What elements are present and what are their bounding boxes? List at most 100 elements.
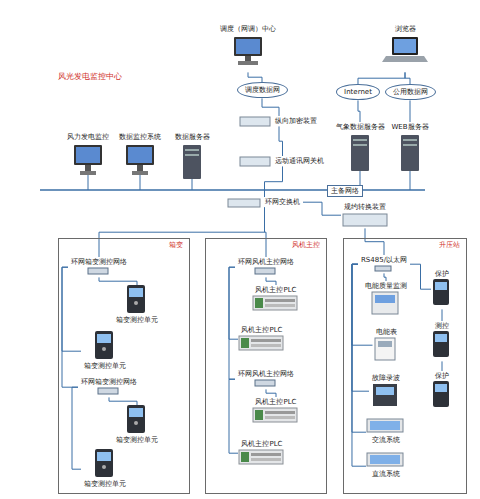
node-label: 风机主控PLC [241, 326, 283, 334]
connector [72, 387, 81, 469]
plc-icon [265, 304, 295, 307]
energy-meter: 电能表 [373, 327, 400, 363]
workstation-icon [74, 145, 102, 165]
connector [99, 277, 137, 285]
connector [262, 98, 279, 116]
computer-icon [234, 37, 262, 65]
workstation-icon [74, 145, 154, 175]
substation-device [367, 279, 449, 466]
workstation: 风力发电监控 [64, 132, 112, 182]
substation-device [370, 455, 400, 464]
node-label: 箱变 [65, 241, 183, 249]
plc-icon [265, 411, 295, 414]
connector [62, 267, 81, 351]
ethernet-bus [40, 189, 425, 191]
substation-device [435, 282, 447, 290]
connector [279, 126, 283, 156]
workstation-icon [80, 171, 96, 175]
dc-system: 直流系统 [366, 453, 406, 479]
measure-unit-icon [95, 449, 113, 477]
measure-control-unit: 箱变测控单元 [81, 449, 129, 489]
laptop-icon [394, 39, 416, 53]
substation-device [433, 279, 449, 305]
node-label: 环网风机主控网络 [238, 370, 294, 378]
node-label: 公用数据网 [393, 88, 428, 96]
node-label: 环网交换机 [265, 198, 300, 206]
node-label: 保护 [434, 270, 450, 278]
rack-device [228, 117, 387, 226]
ring-network: 环网风机主控网络 [235, 369, 297, 389]
connector [442, 309, 443, 321]
plc-controller: 风机主控PLC [238, 325, 286, 353]
substation-device [435, 334, 447, 342]
connector [352, 264, 366, 466]
connector [384, 273, 386, 281]
measure-unit-icon [134, 301, 138, 305]
measure-unit-icon [129, 408, 143, 417]
ring-network: 环网箱变测控网络 [68, 257, 130, 277]
plc-icon [253, 408, 297, 422]
node-label: 环网风机主控网络 [238, 258, 294, 266]
connector [229, 379, 238, 453]
server: 气象数据服务器 [333, 122, 388, 174]
plc-icon [251, 344, 281, 347]
server-icon [185, 154, 199, 156]
switch-icon [88, 266, 391, 394]
gateway-device: 远动通讯网关机 [238, 156, 327, 166]
protection-device: 保护 [431, 269, 453, 309]
server-icon [353, 144, 367, 146]
connector [442, 361, 443, 371]
node-label: 电能表 [376, 328, 397, 336]
connector [62, 267, 78, 387]
workstation-icon [76, 147, 100, 163]
computer-icon [236, 39, 260, 54]
substation-device [433, 331, 449, 357]
node-label: 纵向加密装置 [275, 117, 317, 125]
plc-controller: 风机主控PLC [238, 439, 286, 467]
node-label: WEB服务器 [391, 123, 428, 131]
browser-laptop: 浏览器 [382, 24, 428, 72]
ac-system: 交流系统 [366, 419, 406, 445]
server-icon [353, 139, 367, 141]
node-label: 升压站 [350, 241, 460, 249]
laptop-icon [392, 37, 418, 55]
computer-icon [245, 56, 251, 61]
connector [266, 389, 276, 397]
node-label: 风机主控 [212, 241, 320, 249]
network-cloud: 调度数据网 [237, 82, 288, 98]
substation-device [435, 384, 447, 392]
substation-device [433, 381, 449, 407]
measure-unit-icon [97, 452, 111, 461]
measure-control-unit: 箱变测控单元 [81, 331, 129, 371]
node-label: 直流系统 [369, 470, 403, 478]
node-label: 风力发电监控 [67, 133, 109, 141]
switch-icon [88, 268, 108, 274]
connector [99, 207, 265, 257]
node-label: 保护 [434, 372, 450, 380]
connector [266, 277, 276, 285]
workstation-icon [126, 145, 154, 165]
measure-unit-icon [127, 285, 145, 313]
substation-device [376, 387, 394, 395]
node-label: 故障录波 [372, 374, 400, 382]
diagram-title: 风光发电监控中心 [58, 72, 122, 82]
connector [303, 202, 341, 215]
connector [248, 72, 262, 82]
server-icon [403, 144, 417, 146]
rack-device [240, 157, 270, 166]
rack-device [228, 199, 260, 207]
node-label: 主备网络 [331, 187, 359, 195]
node-label: 规约转换装置 [344, 203, 386, 211]
connector [352, 264, 366, 432]
workstation: 数据监控系统 [116, 132, 164, 182]
node-label: RS485/以太网 [361, 256, 407, 264]
dispatch-center: 调度（网调）中心 [217, 24, 279, 72]
server-icon [185, 149, 199, 151]
measure-unit-icon [97, 334, 111, 343]
workstation-icon [137, 165, 143, 171]
measure-control-unit: 箱变测控单元 [113, 405, 161, 445]
plc-icon [251, 453, 281, 456]
network-cloud: Internet [336, 84, 380, 100]
rack-device [343, 214, 387, 226]
node-label: 箱变测控单元 [116, 436, 158, 444]
